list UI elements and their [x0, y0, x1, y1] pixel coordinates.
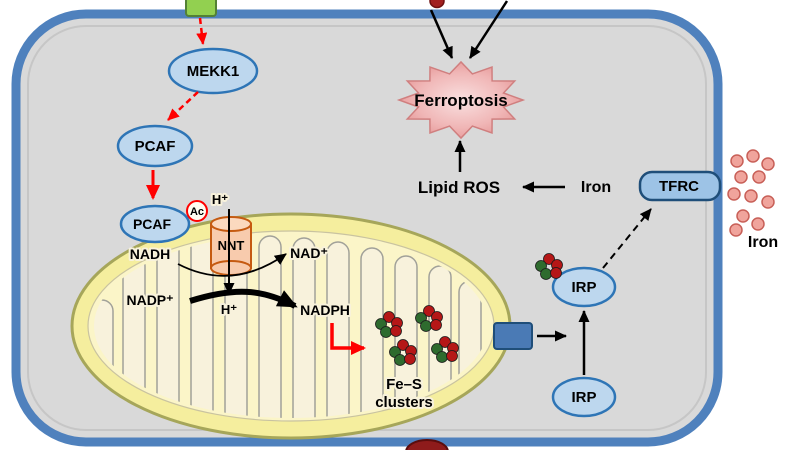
mekk1-label: MEKK1 [187, 63, 240, 80]
iron-dot [746, 149, 760, 163]
upstream-arrow-left [429, 9, 454, 59]
dashed-arrow-mekk1-to-pcaf [167, 91, 199, 121]
acetyl-badge [186, 200, 208, 222]
node-mekk1 [167, 47, 259, 95]
bottom-membrane-protein [405, 439, 449, 450]
nadh-label: NADH [130, 246, 170, 262]
h-plus-top-label: H⁺ [212, 192, 228, 207]
iron-dot [734, 170, 748, 184]
tfrc-receptor [638, 170, 722, 202]
pcaf-cytosol-label: PCAF [135, 138, 176, 155]
lipid-ros-label: Lipid ROS [418, 178, 500, 197]
iron-dot [761, 195, 775, 209]
ferroptosis-label: Ferroptosis [414, 91, 508, 110]
iron-cytosol-label: Iron [581, 179, 611, 196]
node-irp-upper [551, 266, 617, 308]
nadph-label: NADPH [300, 302, 350, 318]
extracellular-iron-dots [727, 149, 775, 237]
iron-dot [727, 187, 741, 201]
nadh-to-nad-arrow [177, 253, 287, 277]
crista [292, 237, 316, 418]
nad-label: NAD⁺ [290, 245, 328, 261]
crista [326, 241, 350, 418]
crista [394, 255, 418, 418]
upstream-molecule-dot [429, 0, 445, 9]
dashed-arrow-irp-to-tfrc [602, 208, 652, 269]
iron-dot [761, 157, 775, 171]
iron-dot [730, 154, 744, 168]
crista [360, 247, 384, 418]
node-pcaf-cytosol [116, 124, 194, 168]
node-pcaf-mito [119, 204, 191, 244]
fes-label-line2: clusters [375, 394, 433, 411]
iron-dot [751, 217, 765, 231]
tfrc-label: TFRC [659, 178, 699, 195]
node-irp-lower [551, 376, 617, 418]
nnt-label: NNT [218, 238, 245, 253]
h-plus-bottom-label: H⁺ [221, 302, 237, 317]
nnt-cylinder-top [210, 216, 252, 232]
pcaf-mito-label: PCAF [133, 216, 172, 232]
irp-upper-label: IRP [571, 279, 596, 296]
fes-label-line1: Fe–S [386, 376, 422, 393]
iron-dot [744, 189, 758, 203]
crista [258, 235, 282, 418]
nadph-to-fes-red-arrow [330, 323, 366, 355]
nadp-to-nadph-thick-arrow [189, 288, 298, 309]
nadp-label: NADP⁺ [126, 292, 173, 308]
iron-dot [736, 209, 750, 223]
iron-dot [752, 170, 766, 184]
iron-dot [729, 223, 743, 237]
dashed-arrow-receptor-to-mekk1 [196, 17, 208, 45]
ferroptosis-burst [396, 60, 526, 140]
irp-lower-label: IRP [571, 389, 596, 406]
mito-iron-transporter [493, 322, 533, 350]
upstream-arrow-right [468, 0, 509, 59]
receptor-green-box [185, 0, 217, 17]
acetyl-label: Ac [190, 206, 204, 218]
iron-extracellular-label: Iron [748, 234, 778, 251]
